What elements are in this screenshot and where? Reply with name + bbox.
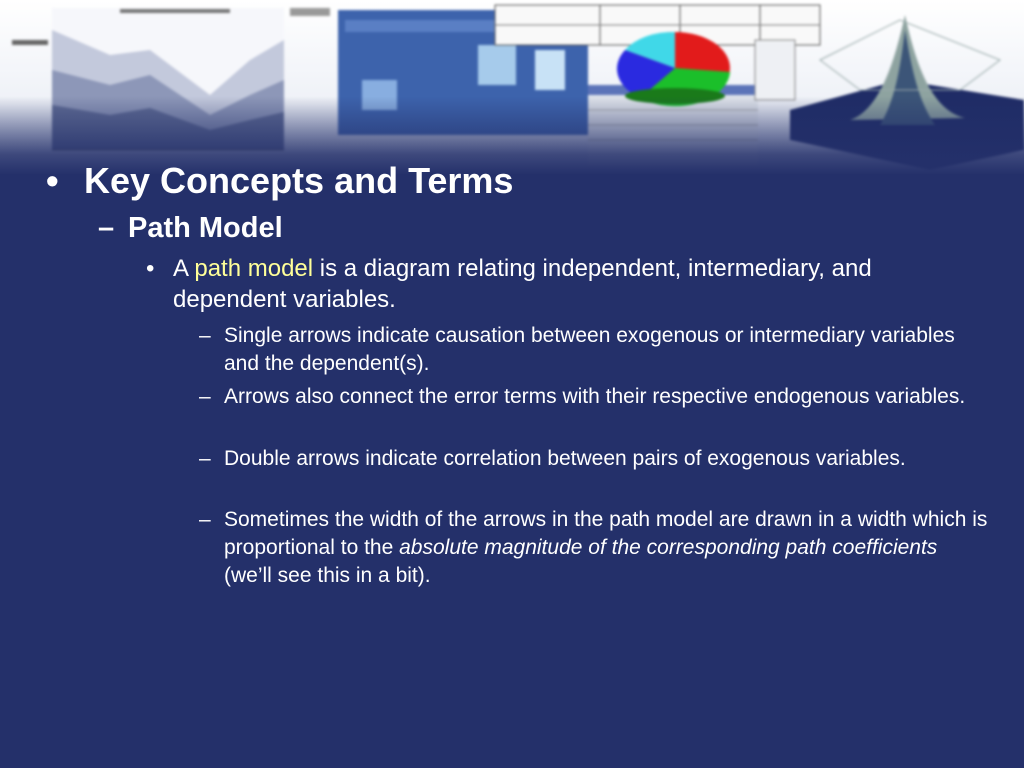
point-text: Sometimes the width of the arrows in the… [224,506,989,590]
point-text: Arrows also connect the error terms with… [224,385,966,408]
point-item: – Arrows also connect the error terms wi… [199,383,989,411]
point-text: Single arrows indicate causation between… [224,324,955,375]
point-text-end: (we’ll see this in a bit). [224,564,431,587]
header-banner [0,0,1024,175]
point-text: Double arrows indicate correlation betwe… [224,447,906,470]
dash-marker: – [199,385,211,408]
dash-marker: – [199,324,211,347]
bullet-marker: • [146,255,155,282]
definition-suffix: is a diagram relating independent, inter… [173,255,872,313]
point-text-emphasis: absolute magnitude of the corresponding … [399,536,938,559]
dash-marker: – [199,508,211,531]
definition-item: • A path model is a diagram relating ind… [146,253,966,315]
bullet-marker: • [46,160,59,201]
definition-text: A path model is a diagram relating indep… [173,253,966,315]
point-item: – Sometimes the width of the arrows in t… [199,506,989,590]
slide-subheading: Path Model [128,212,283,244]
point-text-start: Sometimes the width of the arrows in the… [224,508,988,559]
point-item: – Double arrows indicate correlation bet… [199,445,989,473]
definition-prefix: A [173,255,195,282]
point-item: – Single arrows indicate causation betwe… [199,322,989,378]
slide-heading: Key Concepts and Terms [84,160,514,201]
subheading-item: –Path Model [98,211,283,245]
dash-marker: – [98,212,115,244]
definition-term: path model [194,255,314,282]
dash-marker: – [199,447,211,470]
